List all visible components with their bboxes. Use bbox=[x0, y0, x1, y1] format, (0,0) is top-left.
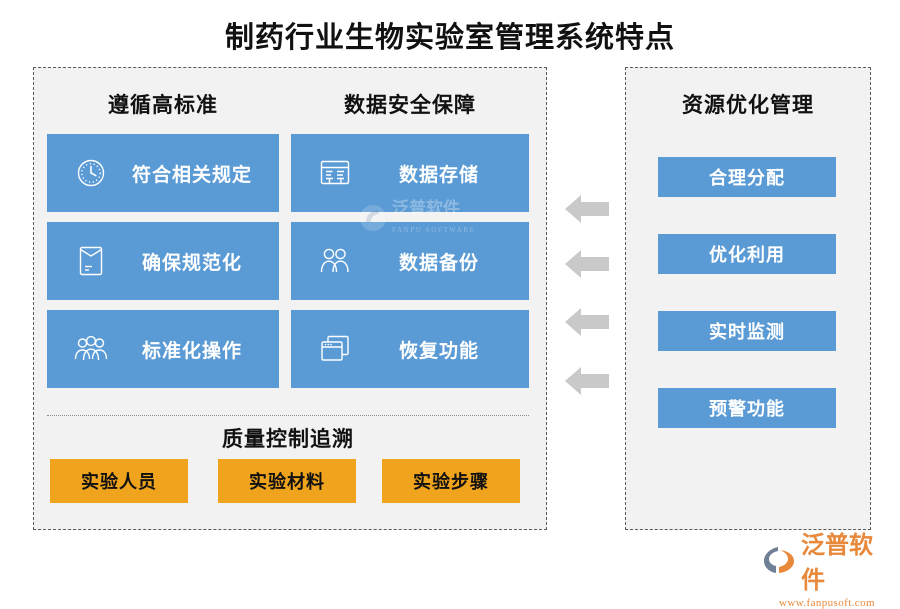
feature-card-label: 确保规范化 bbox=[141, 252, 242, 274]
fanpu-logo-icon bbox=[764, 547, 794, 573]
database-table-icon bbox=[307, 151, 363, 195]
feature-card-data-backup[interactable]: 数据备份 bbox=[291, 222, 529, 300]
people-group-icon bbox=[63, 327, 119, 371]
page-title: 制药行业生物实验室管理系统特点 bbox=[224, 22, 675, 54]
quality-chip-steps[interactable]: 实验步骤 bbox=[382, 459, 520, 503]
feature-card-data-storage[interactable]: 数据存储 bbox=[291, 134, 529, 212]
feature-card-standard-operation[interactable]: 标准化操作 bbox=[47, 310, 279, 388]
brand-url: www.fanpusoft.com bbox=[779, 597, 875, 609]
resource-bar-utilization[interactable]: 优化利用 bbox=[658, 234, 836, 274]
feature-card-label: 恢复功能 bbox=[398, 340, 479, 362]
column-title-data-security: 数据安全保障 bbox=[344, 93, 476, 117]
two-people-icon bbox=[307, 239, 363, 283]
document-icon bbox=[63, 239, 119, 283]
feature-card-compliance[interactable]: 符合相关规定 bbox=[47, 134, 279, 212]
feature-card-label: 数据存储 bbox=[398, 164, 479, 186]
left-arrow-icon bbox=[563, 245, 611, 283]
resource-bar-monitoring[interactable]: 实时监测 bbox=[658, 311, 836, 351]
feature-card-normalization[interactable]: 确保规范化 bbox=[47, 222, 279, 300]
quality-chip-personnel[interactable]: 实验人员 bbox=[50, 459, 188, 503]
feature-card-label: 符合相关规定 bbox=[131, 164, 252, 186]
section-divider bbox=[47, 415, 529, 416]
clock-icon bbox=[63, 151, 119, 195]
column-title-standards: 遵循高标准 bbox=[108, 93, 218, 117]
left-arrow-icon bbox=[563, 303, 611, 341]
brand-name: 泛普软件 bbox=[801, 532, 873, 594]
quality-chip-materials[interactable]: 实验材料 bbox=[218, 459, 356, 503]
resource-bar-allocation[interactable]: 合理分配 bbox=[658, 157, 836, 197]
left-arrow-icon bbox=[563, 190, 611, 228]
brand-logo: 泛普软件 www.fanpusoft.com bbox=[762, 532, 892, 609]
left-arrow-icon bbox=[563, 362, 611, 400]
stacked-windows-icon bbox=[307, 327, 363, 371]
feature-card-label: 标准化操作 bbox=[141, 340, 242, 362]
right-dashed-panel bbox=[625, 67, 871, 530]
quality-section-title: 质量控制追溯 bbox=[222, 427, 354, 451]
resource-bar-alert[interactable]: 预警功能 bbox=[658, 388, 836, 428]
feature-card-label: 数据备份 bbox=[398, 252, 479, 274]
feature-card-restore[interactable]: 恢复功能 bbox=[291, 310, 529, 388]
column-title-resource-optimization: 资源优化管理 bbox=[682, 93, 814, 117]
